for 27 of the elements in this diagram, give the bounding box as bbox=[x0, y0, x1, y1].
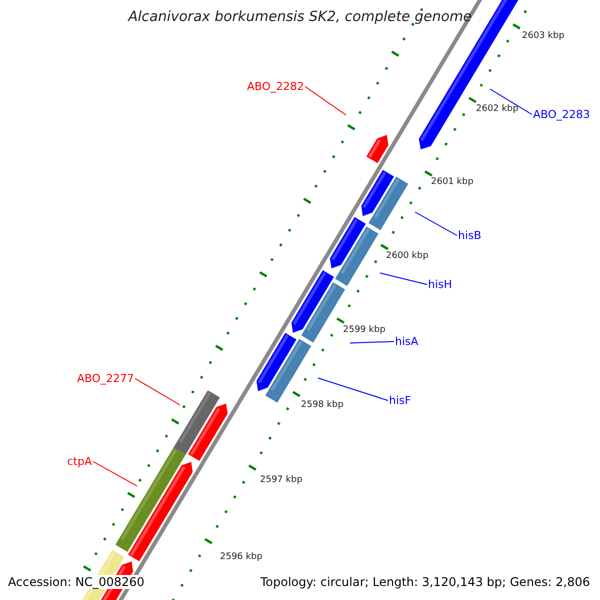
gene-label: hisH bbox=[428, 279, 452, 290]
info-text: Topology: circular; Length: 3,120,143 bp; Genes: 2,806 bbox=[260, 575, 590, 589]
gene-label: ABO_2282 bbox=[246, 81, 304, 92]
leader-line bbox=[318, 378, 388, 401]
leader-line bbox=[350, 341, 394, 344]
scale-label: 2600 kbp bbox=[386, 252, 428, 261]
leader-line bbox=[380, 272, 428, 285]
leader-line bbox=[134, 378, 180, 406]
scale-label: 2599 kbp bbox=[343, 326, 386, 335]
gene-label: hisB bbox=[458, 230, 482, 241]
title: Alcanivorax borkumensis SK2, complete genome bbox=[126, 10, 473, 24]
scale-label: 2598 kbp bbox=[301, 401, 344, 410]
leader-line bbox=[92, 461, 138, 486]
scale-label: 2603 kbp bbox=[522, 32, 564, 41]
leader-line bbox=[414, 212, 458, 236]
gene-label: hisF bbox=[389, 395, 412, 406]
gene-label: ABO_2283 bbox=[533, 109, 590, 120]
scale-label: 2596 kbp bbox=[220, 553, 262, 562]
scale-label: 2601 kbp bbox=[431, 178, 474, 187]
scale-label: 2597 kbp bbox=[260, 476, 302, 485]
scale-label: 2602 kbp bbox=[476, 105, 518, 114]
gene-label: ctpA bbox=[67, 456, 92, 467]
gene-label: hisA bbox=[395, 336, 418, 347]
leader-line bbox=[304, 86, 346, 116]
gene-label: ABO_2277 bbox=[76, 373, 134, 384]
leader-line bbox=[490, 88, 532, 115]
info-text: Accession: NC_008260 bbox=[8, 575, 144, 589]
